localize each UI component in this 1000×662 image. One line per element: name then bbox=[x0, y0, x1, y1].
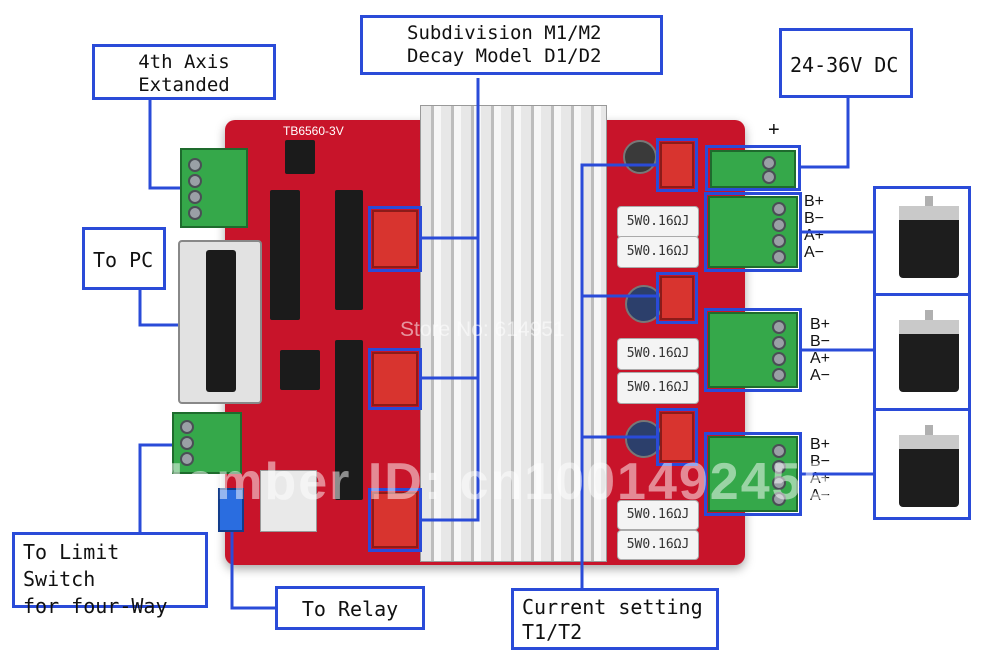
callout-to-pc: To PC bbox=[82, 227, 166, 290]
capacitor bbox=[623, 140, 657, 174]
callout-limit-switch: To Limit Switch for four-Way bbox=[12, 532, 208, 618]
dip-switch-subdivision bbox=[372, 210, 418, 268]
pin-label: A− bbox=[804, 244, 825, 261]
callout-relay: To Relay bbox=[275, 586, 425, 630]
motor-terminal-x bbox=[708, 196, 798, 268]
ic-chip bbox=[280, 350, 320, 390]
power-resistor: 5W0.16ΩJ bbox=[617, 338, 699, 370]
pin-label: B− bbox=[804, 210, 825, 227]
callout-line: To Limit Switch bbox=[23, 540, 120, 591]
motor-terminal-z bbox=[708, 436, 798, 512]
callout-fourth-axis: 4th Axis Extanded bbox=[92, 44, 276, 100]
pin-label: A− bbox=[810, 487, 831, 504]
dip-switch-subdivision bbox=[372, 492, 418, 548]
dip-highlight bbox=[368, 348, 422, 410]
pin-label: B+ bbox=[810, 316, 831, 333]
motor-divider bbox=[873, 293, 971, 296]
motor-terminal-y bbox=[708, 312, 798, 388]
stepper-motor-x bbox=[885, 196, 975, 286]
stepper-motor-y bbox=[885, 310, 975, 400]
motors-frame bbox=[873, 186, 971, 520]
callout-line: To Relay bbox=[301, 597, 399, 621]
callout-line: T1/T2 bbox=[522, 620, 583, 644]
dip-highlight bbox=[368, 206, 422, 272]
dip-switch-current bbox=[660, 142, 694, 188]
dip-highlight bbox=[656, 272, 698, 324]
db25-parallel-port bbox=[178, 240, 262, 404]
dip-switch-subdivision bbox=[372, 352, 418, 406]
motor-terminal-highlight bbox=[704, 308, 802, 392]
power-terminal-highlight bbox=[705, 145, 801, 191]
board-label: TB6560-3V bbox=[283, 124, 344, 138]
callout-line: 24-36V DC bbox=[790, 53, 899, 77]
callout-line: To PC bbox=[93, 248, 154, 272]
callout-power: 24-36V DC bbox=[779, 28, 913, 98]
ic-chip bbox=[335, 190, 363, 310]
power-resistor: 5W0.16ΩJ bbox=[617, 530, 699, 560]
relay-terminal bbox=[218, 488, 244, 532]
stepper-motor-z bbox=[885, 425, 975, 515]
dip-switch-current bbox=[660, 412, 694, 462]
pin-label: B+ bbox=[810, 436, 831, 453]
power-resistor: 5W0.16ΩJ bbox=[617, 206, 699, 238]
relay-component bbox=[260, 470, 317, 532]
callout-line: 4th Axis bbox=[138, 51, 230, 73]
motor-terminal-highlight bbox=[704, 192, 802, 272]
dip-switch-current bbox=[660, 276, 694, 320]
motor-pins-y: B+ B− A+ A− bbox=[810, 316, 830, 384]
callout-line: Current setting bbox=[522, 595, 703, 619]
ic-chip bbox=[335, 340, 363, 500]
dip-highlight bbox=[656, 138, 698, 192]
callout-line: Decay Model D1/D2 bbox=[407, 45, 602, 67]
pin-label: A− bbox=[810, 367, 831, 384]
motor-terminal-highlight bbox=[704, 432, 802, 516]
power-terminal bbox=[710, 150, 796, 188]
power-resistor: 5W0.16ΩJ bbox=[617, 372, 699, 404]
motor-pins-x: B+ B− A+ A− bbox=[804, 193, 824, 261]
callout-current: Current setting T1/T2 bbox=[511, 588, 719, 650]
dip-highlight bbox=[656, 408, 698, 466]
power-plus-label: + bbox=[768, 119, 780, 141]
callout-subdivision: Subdivision M1/M2 Decay Model D1/D2 bbox=[360, 15, 663, 75]
ic-chip bbox=[270, 190, 300, 320]
dip-highlight bbox=[368, 488, 422, 552]
motor-divider bbox=[873, 408, 971, 411]
callout-line: for four-Way bbox=[23, 594, 168, 618]
callout-line: Subdivision M1/M2 bbox=[407, 22, 602, 44]
ic-chip bbox=[285, 140, 315, 174]
pin-label: B− bbox=[810, 333, 831, 350]
pin-label: B− bbox=[810, 453, 831, 470]
pin-label: A+ bbox=[810, 350, 831, 367]
pin-label: A+ bbox=[804, 227, 825, 244]
store-watermark: Store No: 614951 bbox=[400, 318, 565, 341]
motor-pins-z: B+ B− A+ A− bbox=[810, 436, 830, 504]
limit-switch-terminal bbox=[172, 412, 242, 474]
power-resistor: 5W0.16ΩJ bbox=[617, 236, 699, 268]
fourth-axis-terminal bbox=[180, 148, 248, 228]
pin-label: B+ bbox=[804, 193, 825, 210]
member-watermark: Member ID: cn1001492455 bbox=[140, 453, 834, 511]
callout-line: Extanded bbox=[138, 74, 230, 96]
